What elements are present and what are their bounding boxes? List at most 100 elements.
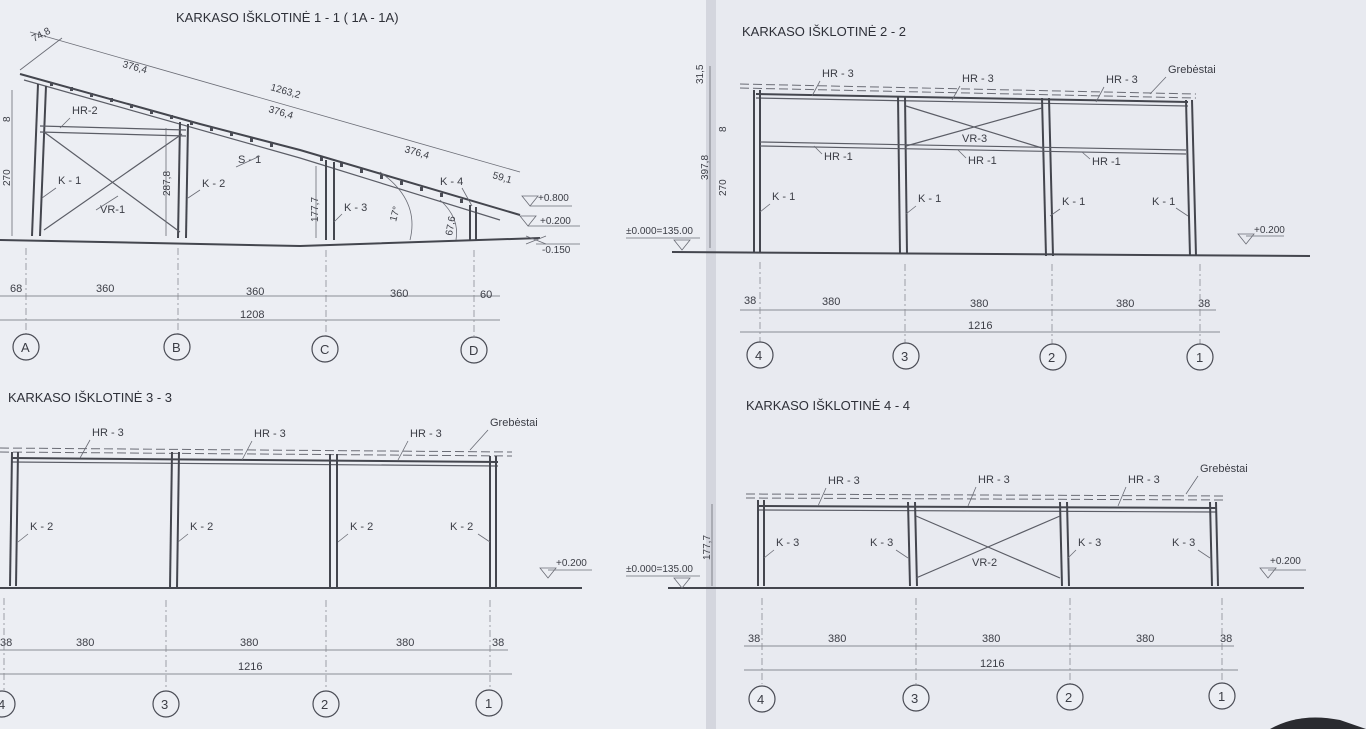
s2-dim-397-8: 397,8 xyxy=(700,155,711,180)
s3-hr3-b: HR - 3 xyxy=(254,428,286,440)
s2-span-380-b: 380 xyxy=(970,298,988,310)
s2-dim-31-5: 31,5 xyxy=(695,64,706,84)
s4-span-38-a: 38 xyxy=(748,633,760,645)
s2-hr3-b: HR - 3 xyxy=(962,73,994,85)
corner-shadow xyxy=(1270,717,1366,729)
dim-177-7: 177,7 xyxy=(310,197,321,222)
s3-axis-bubble-4 xyxy=(0,690,16,718)
s4-hr3-a: HR - 3 xyxy=(828,475,860,487)
s2-axis-2: 2 xyxy=(1048,350,1055,365)
section-3-3: KARKASO IŠKLOTINĖ 3 - 3 HR - 3 HR - 3 HR… xyxy=(0,390,592,718)
s4-axis-bubble-3 xyxy=(902,684,930,712)
span-60: 60 xyxy=(480,289,492,301)
level-plus-0-800: +0.800 xyxy=(538,193,569,204)
s3-axis-bubble-1 xyxy=(475,689,503,717)
page-fold xyxy=(706,0,716,729)
s4-span-380-c: 380 xyxy=(1136,633,1154,645)
label-k-3: K - 3 xyxy=(344,202,367,214)
right-page xyxy=(712,0,1366,729)
s3-k2-d: K - 2 xyxy=(450,521,473,533)
s2-k1-b: K - 1 xyxy=(918,193,941,205)
level-minus-0-150: -0.150 xyxy=(542,245,571,256)
s4-axis-3: 3 xyxy=(911,691,918,706)
s4-level-0-200: +0.200 xyxy=(1270,556,1301,567)
label-67-6: 67,6 xyxy=(444,215,458,237)
label-k-2: K - 2 xyxy=(202,178,225,190)
s3-total: 1216 xyxy=(238,661,262,673)
s2-axis-4: 4 xyxy=(755,348,762,363)
s4-axis-bubble-1 xyxy=(1208,682,1236,710)
s4-axis-2: 2 xyxy=(1065,690,1072,705)
section-4-title: KARKASO IŠKLOTINĖ 4 - 4 xyxy=(746,398,910,413)
s2-span-380-a: 380 xyxy=(822,296,840,308)
s2-vr3: VR-3 xyxy=(962,133,987,145)
s3-span-38-a: 38 xyxy=(0,637,12,649)
s4-grebestai: Grebėstai xyxy=(1200,463,1248,475)
label-k-4: K - 4 xyxy=(440,176,463,188)
s2-span-380-c: 380 xyxy=(1116,298,1134,310)
s2-axis-1: 1 xyxy=(1196,350,1203,365)
s4-axis-bubble-2 xyxy=(1056,683,1084,711)
s3-level-0-200: +0.200 xyxy=(556,558,587,569)
s4-span-38-b: 38 xyxy=(1220,633,1232,645)
s2-axis-bubble-4 xyxy=(746,341,774,369)
s2-axis-bubble-3 xyxy=(892,342,920,370)
dim-270: 270 xyxy=(2,169,13,186)
s2-axis-bubble-1 xyxy=(1186,343,1214,371)
axis-b: B xyxy=(172,340,181,355)
level-plus-0-200: +0.200 xyxy=(540,216,571,227)
s2-hr1-b: HR -1 xyxy=(968,155,997,167)
s3-k2-a: K - 2 xyxy=(30,521,53,533)
s2-axis-3: 3 xyxy=(901,349,908,364)
s3-axis-4: 4 xyxy=(0,697,5,712)
s3-span-380-b: 380 xyxy=(240,637,258,649)
s2-grebestai: Grebėstai xyxy=(1168,64,1216,76)
s2-hr1-a: HR -1 xyxy=(824,151,853,163)
s4-span-380-a: 380 xyxy=(828,633,846,645)
s3-hr3-a: HR - 3 xyxy=(92,427,124,439)
s3-span-380-a: 380 xyxy=(76,637,94,649)
s4-span-380-b: 380 xyxy=(982,633,1000,645)
dim-8: 8 xyxy=(2,116,13,122)
axis-bubble-c xyxy=(311,335,339,363)
section-1-title: KARKASO IŠKLOTINĖ 1 - 1 ( 1A - 1A) xyxy=(176,10,399,25)
axis-a: A xyxy=(21,340,30,355)
s4-axis-4: 4 xyxy=(757,692,764,707)
s3-span-38-b: 38 xyxy=(492,637,504,649)
label-angle: 17° xyxy=(388,205,403,222)
s3-axis-1: 1 xyxy=(485,696,492,711)
s3-span-380-c: 380 xyxy=(396,637,414,649)
label-vr-1: VR-1 xyxy=(100,204,125,216)
label-hr-2: HR-2 xyxy=(72,105,98,117)
s2-hr3-c: HR - 3 xyxy=(1106,74,1138,86)
s2-level-0-200: +0.200 xyxy=(1254,225,1285,236)
s3-axis-bubble-2 xyxy=(312,690,340,718)
s4-zero-level: ±0.000=135.00 xyxy=(626,564,693,575)
s4-hr3-c: HR - 3 xyxy=(1128,474,1160,486)
s3-grebestai: Grebėstai xyxy=(490,417,538,429)
span-360-b: 360 xyxy=(246,286,264,298)
s4-k3-c: K - 3 xyxy=(1078,537,1101,549)
left-page xyxy=(0,0,712,729)
s2-span-38-a: 38 xyxy=(744,295,756,307)
s4-k3-b: K - 3 xyxy=(870,537,893,549)
axis-bubble-a xyxy=(12,333,40,361)
s3-k2-c: K - 2 xyxy=(350,521,373,533)
label-k-1: K - 1 xyxy=(58,175,81,187)
dim-59-1: 59,1 xyxy=(491,170,513,186)
span-68: 68 xyxy=(10,283,22,295)
s3-axis-bubble-3 xyxy=(152,690,180,718)
s3-axis-3: 3 xyxy=(161,697,168,712)
span-360-c: 360 xyxy=(390,288,408,300)
s2-total: 1216 xyxy=(968,320,992,332)
s2-k1-c: K - 1 xyxy=(1062,196,1085,208)
s3-hr3-c: HR - 3 xyxy=(410,428,442,440)
s2-hr3-a: HR - 3 xyxy=(822,68,854,80)
s4-k3-a: K - 3 xyxy=(776,537,799,549)
total-1208: 1208 xyxy=(240,309,264,321)
section-4-4: KARKASO IŠKLOTINĖ 4 - 4 HR - 3 HR - 3 HR… xyxy=(626,398,1306,713)
axis-bubble-b xyxy=(163,333,191,361)
section-2-title: KARKASO IŠKLOTINĖ 2 - 2 xyxy=(742,24,906,39)
